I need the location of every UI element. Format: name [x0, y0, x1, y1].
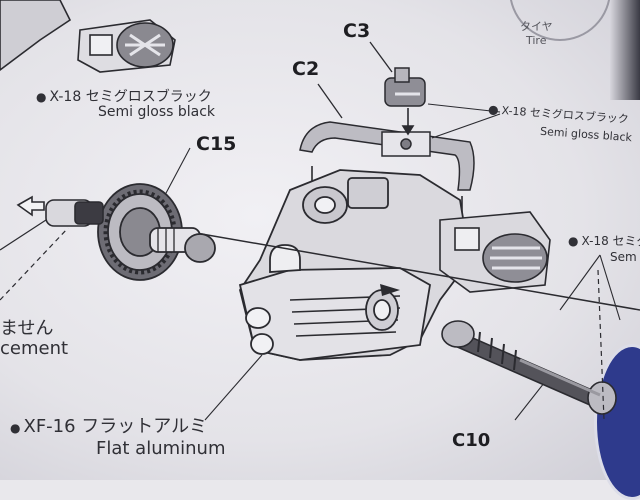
paint-callout-bottom: ●XF-16 フラットアルミ: [10, 412, 207, 438]
cylinder-head-drawing: [439, 211, 551, 293]
part-label-c2: C2: [292, 58, 320, 80]
paint-callout-top-left: ●X-18 セミグロスブラック: [36, 86, 212, 106]
paint-callout-right: ●X-18 セミグ: [568, 232, 640, 249]
tire-outline: [510, 0, 610, 41]
assembly-illustration: [0, 0, 640, 421]
paint-code: X-18 セミグ: [581, 234, 640, 248]
left-small-part-drawing: [0, 195, 104, 301]
part-c10-shaft-drawing: [441, 320, 617, 415]
left-note-jp: ません: [0, 318, 54, 339]
paint-en-bottom: Flat aluminum: [96, 438, 226, 459]
paint-en-right: Sem: [610, 250, 637, 264]
tire-label-en: Tire: [526, 34, 547, 47]
tire-label-jp: タイヤ: [520, 20, 553, 33]
left-note-en: cement: [0, 338, 69, 359]
paint-code: XF-16 フラットアルミ: [23, 416, 208, 437]
paint-code: X-18 セミグロスブラック: [49, 89, 212, 105]
page-edge-shadow: [610, 0, 640, 100]
part-c15-gear-drawing: [97, 183, 216, 281]
bullet-icon: ●: [568, 234, 579, 248]
bullet-icon: ●: [36, 90, 47, 104]
bullet-icon: ●: [10, 421, 21, 435]
part-label-c3: C3: [343, 20, 371, 42]
part-label-c10: C10: [452, 430, 491, 451]
axle-line: [149, 224, 640, 311]
bullet-icon: ●: [487, 102, 500, 117]
part-label-c15: C15: [196, 133, 237, 155]
engine-block-drawing: [238, 169, 471, 361]
paint-en-top-left: Semi gloss black: [98, 104, 216, 120]
part-c3-drawing: [384, 67, 426, 107]
